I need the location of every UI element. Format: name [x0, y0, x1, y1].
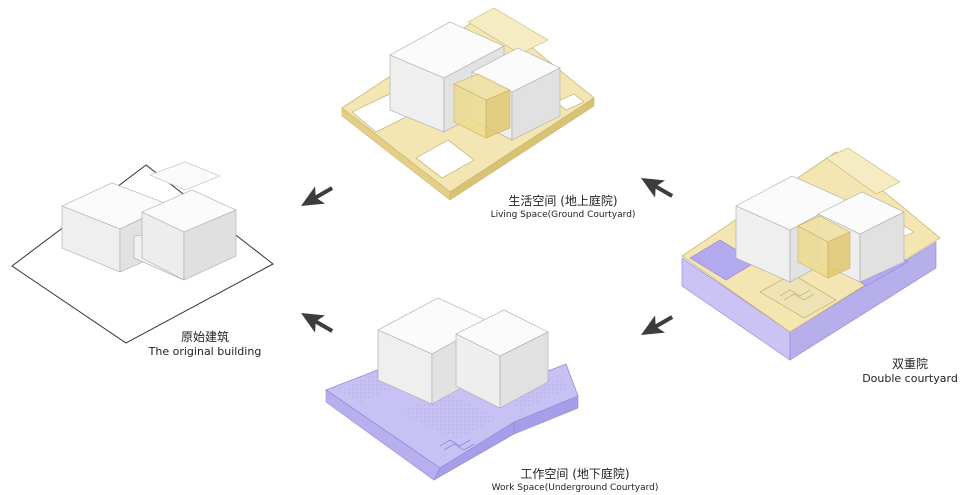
double-glass-volume — [797, 215, 851, 279]
original-building-label-en: The original building — [148, 345, 262, 358]
work-space-label-en: Work Space(Underground Courtyard) — [491, 483, 659, 493]
arrow-work-to-double — [636, 308, 678, 344]
arrow-to-living — [296, 179, 338, 215]
original-building-label: 原始建筑 The original building — [140, 330, 270, 359]
living-space-label: 生活空间 (地上庭院) Living Space(Ground Courtyar… — [478, 194, 648, 221]
original-building-model — [11, 161, 274, 344]
ground-opening — [555, 93, 585, 111]
double-lower-courtyard — [759, 273, 837, 319]
work-space-label: 工作空间 (地下庭院) Work Space(Underground Court… — [490, 467, 660, 494]
original-building-label-zh: 原始建筑 — [180, 330, 229, 344]
underground-courtyard-floor — [402, 390, 496, 440]
ground-opening — [415, 139, 475, 179]
original-back-block — [149, 161, 221, 191]
living-glass-volume — [453, 73, 511, 139]
underground-courtyard-floor — [506, 376, 570, 410]
underground-stair — [439, 439, 475, 451]
double-courtyard-model — [681, 147, 941, 361]
work-space-model — [325, 297, 579, 481]
arrow-to-work — [296, 304, 338, 340]
double-courtyard-label-en: Double courtyard — [862, 372, 958, 385]
work-right-block — [455, 309, 549, 409]
double-courtyard-label: 双重院 Double courtyard — [850, 357, 960, 386]
living-space-model — [341, 7, 595, 201]
double-stair — [779, 289, 815, 301]
living-space-label-zh: 生活空间 (地上庭院) — [508, 194, 618, 208]
original-right-block — [133, 189, 237, 281]
work-space-label-zh: 工作空间 (地下庭院) — [520, 467, 630, 481]
living-space-label-en: Living Space(Ground Courtyard) — [490, 210, 636, 220]
double-courtyard-label-zh: 双重院 — [891, 357, 928, 371]
